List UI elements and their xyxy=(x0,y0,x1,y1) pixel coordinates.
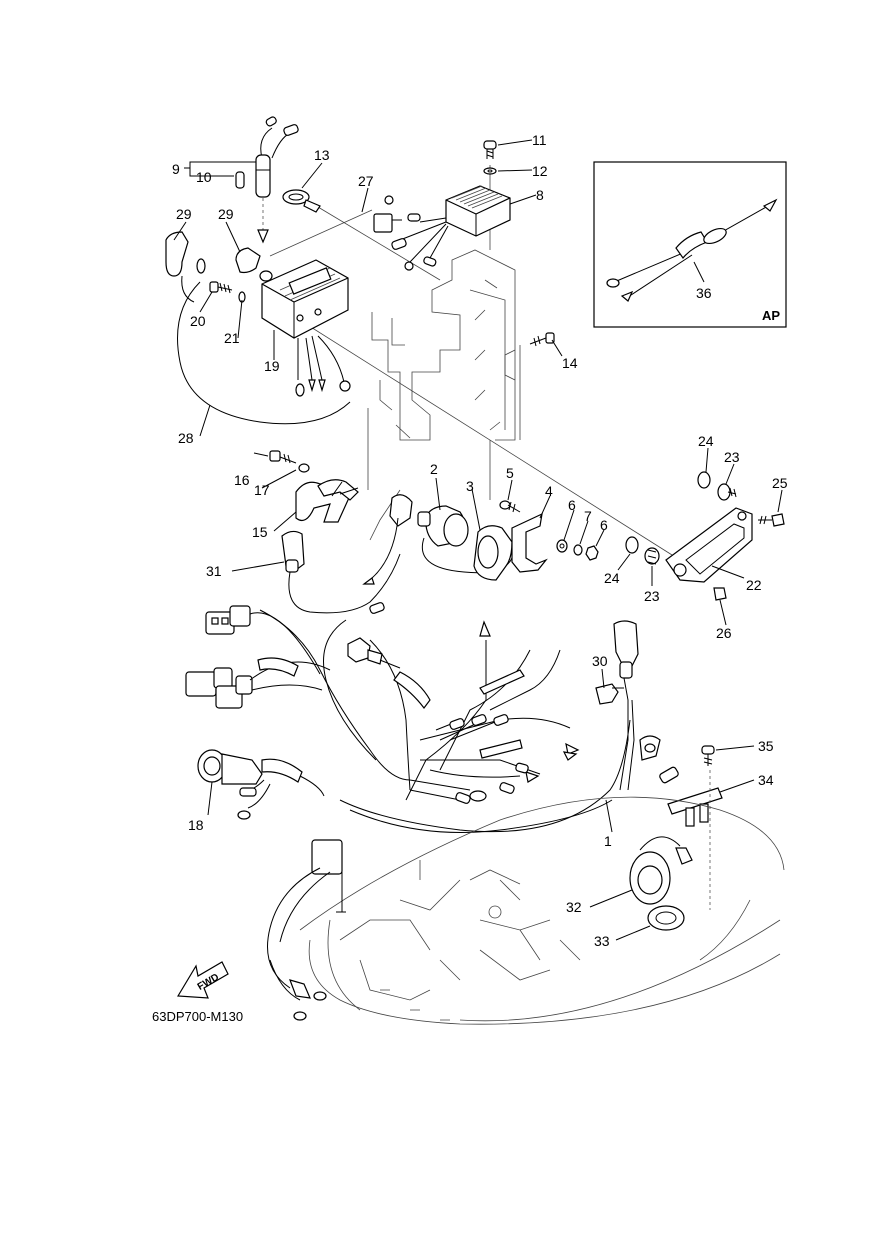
part-4-bracket xyxy=(511,512,548,573)
fwd-arrow: FWD xyxy=(176,961,229,999)
callout-7: 7 xyxy=(584,508,592,524)
callout-27: 27 xyxy=(358,173,374,189)
callout-24b: 24 xyxy=(604,570,620,586)
callout-10: 10 xyxy=(196,169,212,185)
callout-31: 31 xyxy=(206,563,222,579)
part-27-connector xyxy=(373,195,402,233)
callout-36: 36 xyxy=(696,285,712,301)
callout-12: 12 xyxy=(532,163,548,179)
part-9-fuse-holder xyxy=(235,116,299,244)
callout-28: 28 xyxy=(178,430,194,446)
callout-11: 11 xyxy=(532,132,547,148)
callout-17: 17 xyxy=(254,482,270,498)
callout-8: 8 xyxy=(536,187,544,203)
harness-connector-center xyxy=(347,637,401,669)
part-3-coil-holder xyxy=(473,525,513,581)
callout-9: 9 xyxy=(172,161,180,177)
callout-23b: 23 xyxy=(644,588,660,604)
callout-4: 4 xyxy=(545,483,553,499)
callout-3: 3 xyxy=(466,478,474,494)
part-36-wire-lead xyxy=(606,198,778,302)
callout-30: 30 xyxy=(592,653,608,669)
part-18-main-switch-plug xyxy=(197,749,325,820)
part-14-screw xyxy=(529,332,555,347)
part-34-connector-bracket xyxy=(667,787,723,827)
part-32-grommet xyxy=(629,836,693,905)
part-35-screw xyxy=(701,745,715,910)
callout-26: 26 xyxy=(716,625,732,641)
callout-16: 16 xyxy=(234,472,250,488)
part-13-clip xyxy=(282,189,321,213)
callout-6b: 6 xyxy=(600,517,608,533)
callout-2: 2 xyxy=(430,461,438,477)
callout-leaders xyxy=(173,139,783,941)
callout-19: 19 xyxy=(264,358,280,374)
cable-terminal-right xyxy=(639,735,679,784)
callout-20: 20 xyxy=(190,313,206,329)
bottom-cowling xyxy=(267,796,785,1025)
callout-numbers: 1 2 3 4 5 6 6 7 8 9 10 11 12 13 14 15 16… xyxy=(172,132,788,949)
part-1-main-harness xyxy=(259,602,631,833)
harness-connectors-left xyxy=(185,605,331,709)
part-11-12-screw-washer xyxy=(483,140,497,175)
callout-35: 35 xyxy=(758,738,774,754)
callout-34: 34 xyxy=(758,772,774,788)
part-2-ignition-coil xyxy=(417,505,513,574)
ap-inset: AP xyxy=(593,161,787,328)
callout-6: 6 xyxy=(568,497,576,513)
part-5-screw xyxy=(499,500,521,513)
part-6-7-nuts-washers xyxy=(556,539,599,561)
callout-32: 32 xyxy=(566,899,582,915)
part-8-rectifier-regulator xyxy=(391,185,511,271)
drawing-code: 63DP700-M130 xyxy=(152,1009,243,1024)
part-29-caps xyxy=(165,231,273,282)
part-20-21-bolt-washer xyxy=(209,281,246,303)
callout-25: 25 xyxy=(772,475,788,491)
callout-24: 24 xyxy=(698,433,714,449)
part-30-clamp xyxy=(595,620,639,791)
callout-29b: 29 xyxy=(218,206,234,222)
callout-14: 14 xyxy=(562,355,578,371)
part-33-grommet-seal xyxy=(647,905,685,931)
part-22-bracket-plate xyxy=(665,507,753,583)
callout-33: 33 xyxy=(594,933,610,949)
callout-13: 13 xyxy=(314,147,330,163)
mounting-bracket-outline xyxy=(371,249,521,441)
callout-15: 15 xyxy=(252,524,268,540)
callout-5: 5 xyxy=(506,465,514,481)
callout-22: 22 xyxy=(746,577,762,593)
part-19-cdi-unit xyxy=(261,259,351,397)
part-28-harness-loop xyxy=(177,275,351,425)
part-15-16-17-clamp xyxy=(269,450,359,523)
inset-ap-label: AP xyxy=(762,308,780,323)
callout-23: 23 xyxy=(724,449,740,465)
callout-1: 1 xyxy=(604,833,612,849)
callout-29: 29 xyxy=(176,206,192,222)
part-31-plug-cap xyxy=(281,494,413,614)
part-23-24-25-26-mounts xyxy=(625,471,785,601)
callout-18: 18 xyxy=(188,817,204,833)
callout-21: 21 xyxy=(224,330,240,346)
